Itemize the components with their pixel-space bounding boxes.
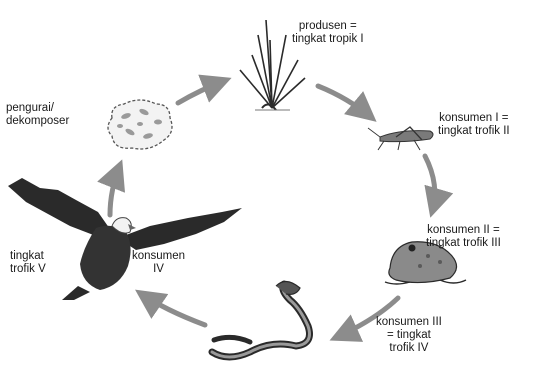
consumer4-level-label: tingkat trofik V (10, 250, 46, 276)
consumer1-label: konsumen I = tingkat trofik II (438, 112, 510, 138)
bacteria-icon (108, 100, 172, 149)
consumer3-label: konsumen III = tingkat trofik IV (376, 316, 442, 355)
snake-icon (212, 281, 310, 357)
arrow-consumer4-to-decomposer (110, 165, 120, 215)
consumer4-role-label: konsumen IV (132, 250, 185, 276)
arrow-producer-to-consumer1 (318, 86, 372, 118)
arrow-consumer3-to-consumer4 (140, 293, 205, 325)
arrow-decomposer-to-producer (178, 80, 226, 103)
arrow-consumer1-to-consumer2 (425, 156, 435, 212)
producer-label: produsen = tingkat tropik I (292, 20, 364, 46)
consumer2-label: konsumen II = tingkat trofik III (426, 224, 501, 250)
decomposer-label: pengurai/ dekomposer (6, 102, 69, 128)
grasshopper-icon (368, 127, 433, 150)
